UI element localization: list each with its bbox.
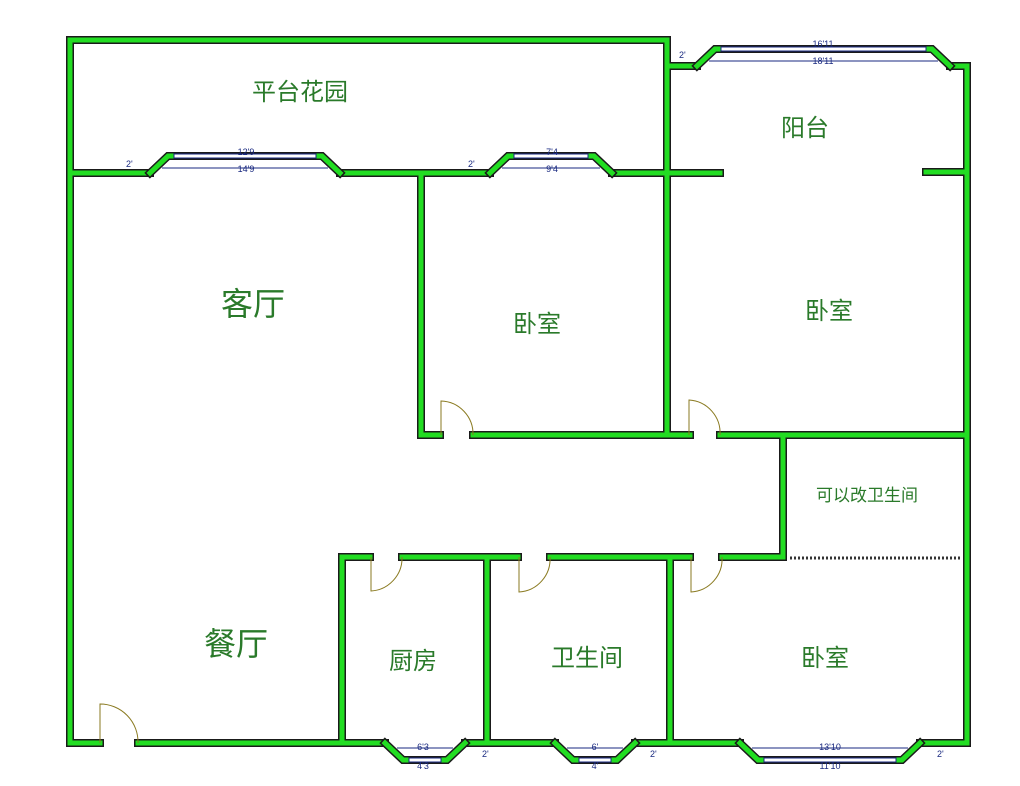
wall-segment [67,37,670,746]
dim-depth-4: 2' [482,749,489,759]
dim-depth-1: 2' [679,50,686,60]
label-garden: 平台花园 [252,78,348,106]
door-bedroom-b [688,399,721,436]
label-bathroom: 卫生间 [551,644,623,672]
wall-segment [418,170,443,438]
door-bathroom [518,556,551,593]
label-balcony: 阳台 [781,114,829,142]
dim-bed-outer: 9'4 [546,164,558,174]
bay-window [578,757,612,763]
dim-depth-3: 2' [468,159,475,169]
dim-bedc-inner: 11'10 [819,761,840,771]
dim-bath-outer: 6' [592,742,599,752]
door-bedroom-a [440,400,474,436]
bay-window [513,153,589,159]
dim-kitchen-inner: 4'3 [417,761,429,771]
label-living-room: 客厅 [221,285,285,323]
wall-segment [66,36,671,747]
dim-balcony-inner: 16'11 [812,39,833,49]
door-entrance [99,703,139,744]
label-convertible-room: 可以改卫生间 [816,486,918,506]
label-bedroom-c: 卧室 [801,644,849,672]
windows [144,45,956,764]
bay-window [763,757,897,763]
bay-window [720,46,927,52]
label-bedroom-b: 卧室 [805,297,853,325]
wall-segment [718,431,787,561]
walls [66,36,971,747]
bay-window [408,757,442,763]
label-dining-room: 餐厅 [204,625,268,663]
wall-segment [719,432,786,560]
label-bedroom-a: 卧室 [513,310,561,338]
dim-living-outer: 14'9 [238,164,255,174]
dim-bed-inner: 7'4 [546,147,558,157]
dim-balcony-outer: 18'11 [812,56,833,66]
label-kitchen: 厨房 [389,647,437,675]
dim-bath-inner: 4' [592,761,599,771]
wall-segment [916,62,971,747]
dim-bedc-outer: 13'10 [819,742,841,752]
dim-depth-2: 2' [126,159,133,169]
door-kitchen [370,556,403,592]
doors [99,399,962,744]
wall-segment [417,169,444,439]
dim-depth-5: 2' [650,749,657,759]
dim-kitchen-outer: 6'3 [417,742,429,752]
wall-segment [917,63,970,746]
dim-living-inner: 12'9 [238,147,255,157]
bay-window [173,153,317,159]
door-bedroom-c [690,556,723,593]
dim-depth-6: 2' [937,749,944,759]
